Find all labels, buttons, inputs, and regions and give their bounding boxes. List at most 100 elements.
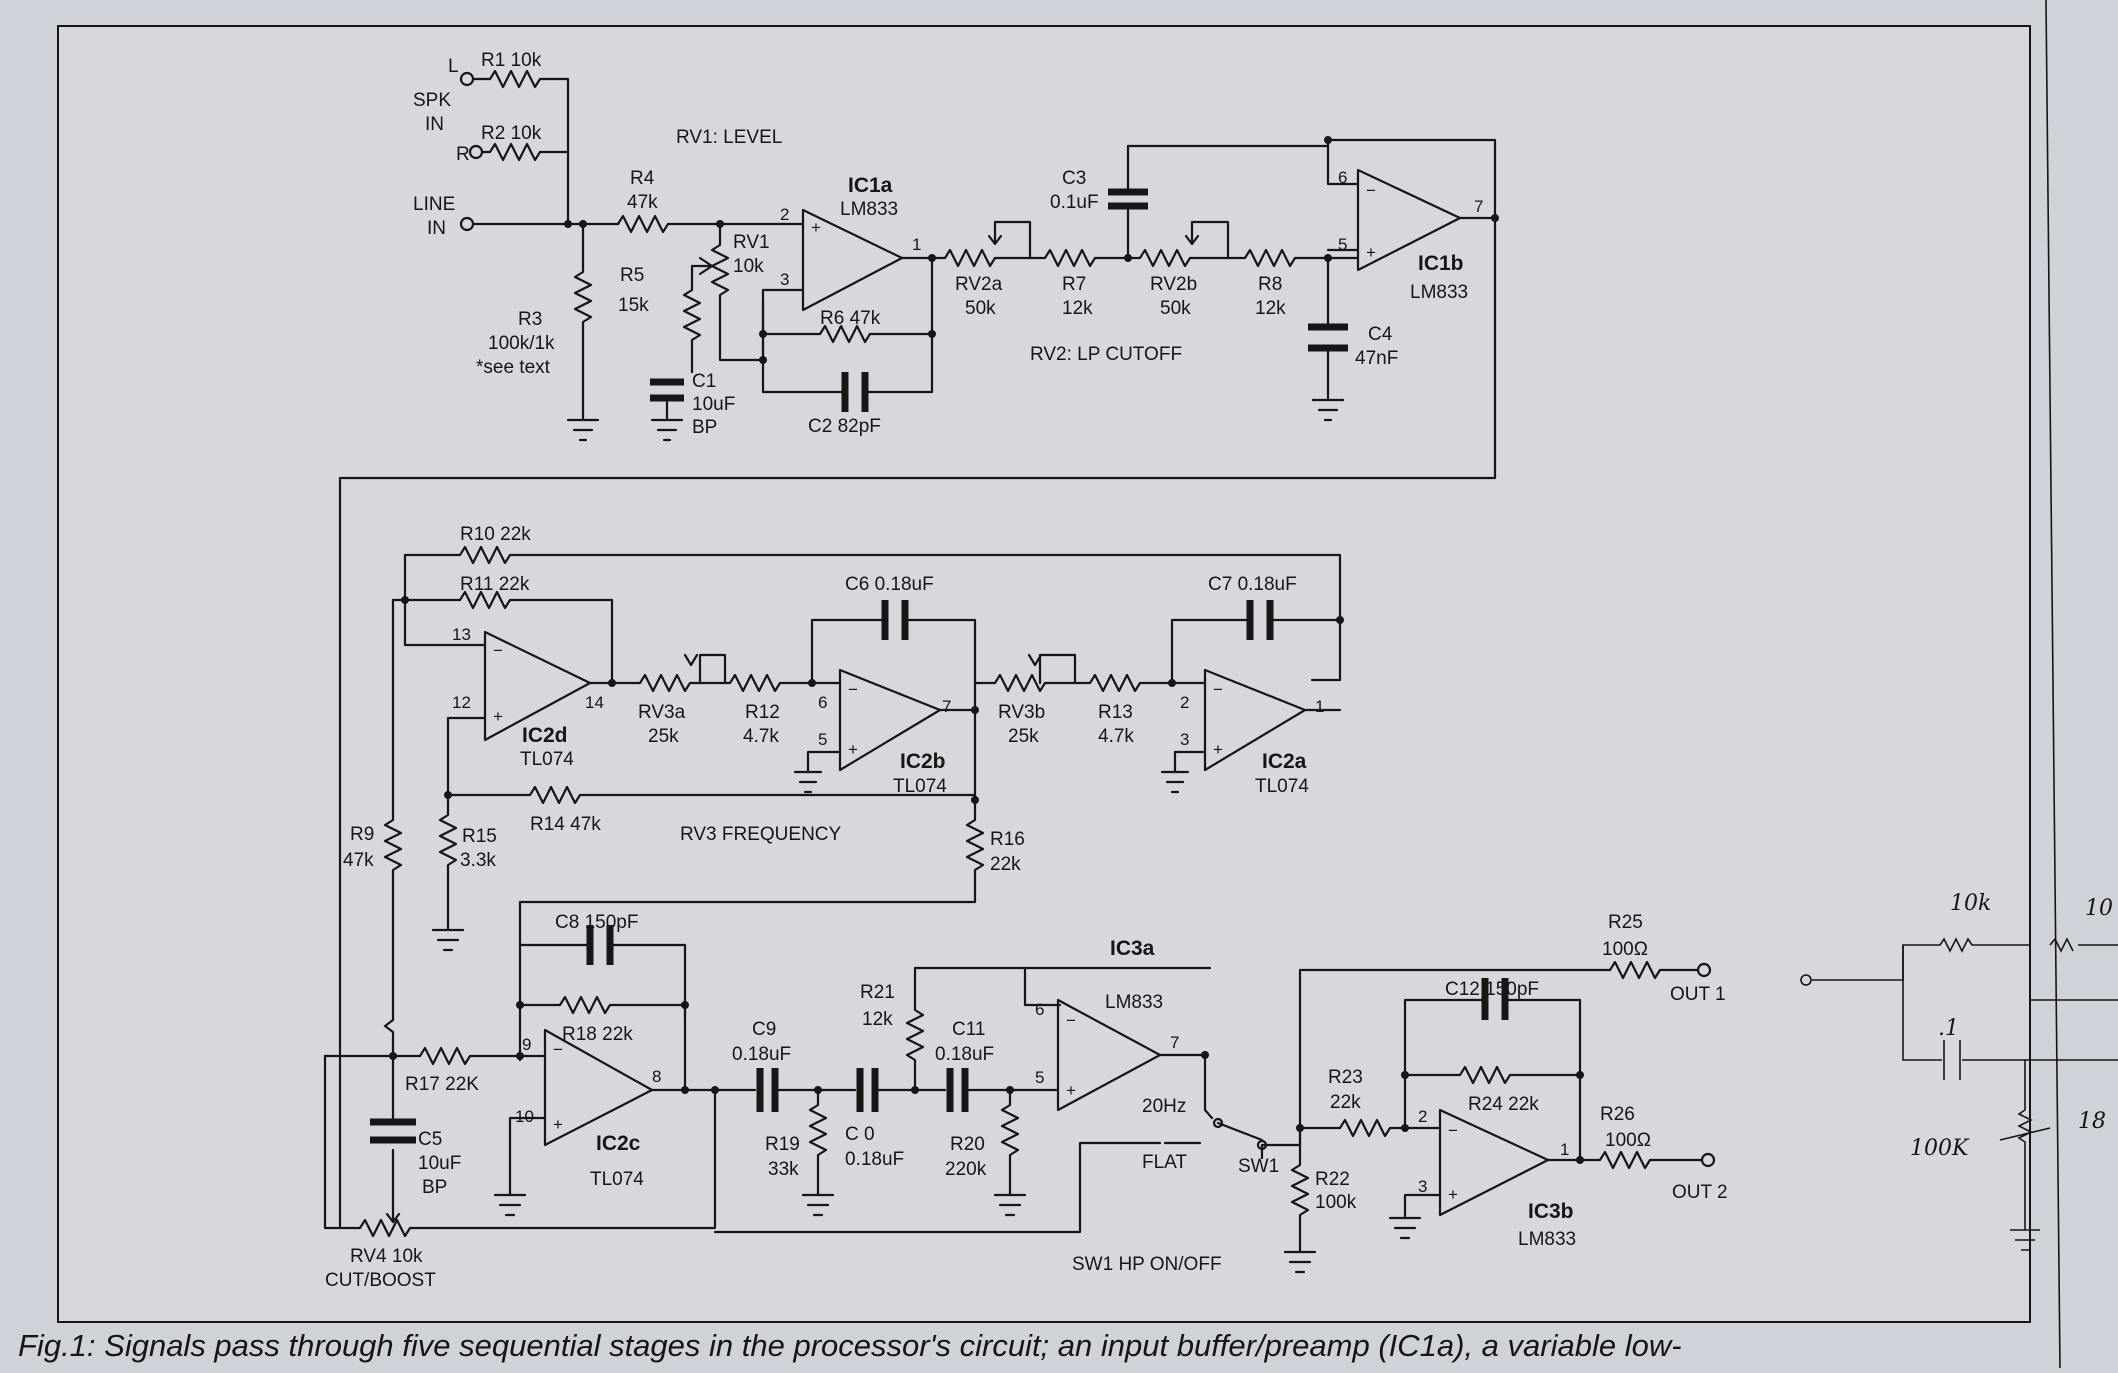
sw1-20hz: 20Hz xyxy=(1142,1096,1186,1117)
ic2c-type: TL074 xyxy=(590,1169,644,1190)
r14-label: R14 47k xyxy=(530,814,601,835)
handwritten-sketch: 10k 10 .1 100K 18 xyxy=(1800,891,2118,1251)
ic3a-type: LM833 xyxy=(1105,992,1163,1013)
r11-label: R11 22k xyxy=(460,574,530,595)
r3-value: 100k/1k xyxy=(488,333,555,354)
r21-value: 12k xyxy=(862,1009,893,1030)
ic3b-label: IC3b xyxy=(1528,1200,1574,1223)
ic2c-pin10: 10 xyxy=(515,1107,534,1126)
c11-label: C11 xyxy=(952,1019,985,1040)
r7-label: R7 xyxy=(1062,274,1086,295)
r13-label: R13 xyxy=(1098,702,1133,723)
rv3a-label: RV3a xyxy=(638,702,686,723)
c5-label: C5 xyxy=(418,1129,442,1150)
spk-in-label-2: IN xyxy=(425,114,444,135)
hand-18: 18 xyxy=(2078,1109,2106,1134)
ic1a-type: LM833 xyxy=(840,199,898,220)
r16-label: R16 xyxy=(990,829,1025,850)
c9-label: C9 xyxy=(752,1019,776,1040)
r5-label: R5 xyxy=(620,265,644,286)
rv4-label: RV4 10k xyxy=(350,1246,423,1267)
c7-label: C7 0.18uF xyxy=(1208,574,1297,595)
r7-value: 12k xyxy=(1062,298,1093,319)
ic2b-label: IC2b xyxy=(900,750,946,773)
sw1-note: SW1 HP ON/OFF xyxy=(1072,1254,1222,1275)
svg-text:+: + xyxy=(1213,740,1223,759)
rv1-note: RV1: LEVEL xyxy=(676,127,782,148)
hand-10: 10 xyxy=(2085,896,2113,921)
rv1-value: 10k xyxy=(733,256,764,277)
ic2a-type: TL074 xyxy=(1255,776,1309,797)
r26-label: R26 xyxy=(1600,1104,1635,1125)
rv2b-label: RV2b xyxy=(1150,274,1197,295)
r22-label: R22 xyxy=(1315,1169,1350,1190)
svg-text:−: − xyxy=(1448,1121,1458,1140)
r20-value: 220k xyxy=(945,1159,987,1180)
ic3a-pin6: 6 xyxy=(1035,1000,1044,1019)
ic2b-pin6: 6 xyxy=(818,693,827,712)
r19-value: 33k xyxy=(768,1159,799,1180)
c1-label: C1 xyxy=(692,371,716,392)
line-in-label-2: IN xyxy=(427,218,446,239)
rv2a-label: RV2a xyxy=(955,274,1003,295)
svg-text:+: + xyxy=(811,218,821,237)
ic1a-label: IC1a xyxy=(848,174,893,197)
r19-label: R19 xyxy=(765,1134,800,1155)
r5-value: 15k xyxy=(618,295,649,316)
svg-text:+: + xyxy=(1366,243,1376,262)
svg-text:−: − xyxy=(1066,1011,1076,1030)
ic1a-pin3: 3 xyxy=(780,270,789,289)
svg-text:−: − xyxy=(848,680,858,699)
rv1-label: RV1 xyxy=(733,232,770,253)
c6-label: C6 0.18uF xyxy=(845,574,934,595)
c12-label: C12 150pF xyxy=(1445,979,1539,1000)
ic1b-type: LM833 xyxy=(1410,282,1468,303)
r26-value: 100Ω xyxy=(1605,1130,1651,1151)
rv3b-label: RV3b xyxy=(998,702,1045,723)
r8-value: 12k xyxy=(1255,298,1286,319)
line-in-label-1: LINE xyxy=(413,194,455,215)
ic2a-pin1: 1 xyxy=(1315,697,1324,716)
figure-frame xyxy=(57,25,2031,1323)
svg-text:+: + xyxy=(1448,1185,1458,1204)
ic2c-pin9: 9 xyxy=(522,1035,531,1054)
ic3b-type: LM833 xyxy=(1518,1229,1576,1250)
svg-text:+: + xyxy=(493,707,503,726)
c1-value: 10uF xyxy=(692,394,735,415)
ic3b-pin2: 2 xyxy=(1418,1107,1427,1126)
ic2d-pin13: 13 xyxy=(452,625,471,644)
sw1-label: SW1 xyxy=(1238,1156,1279,1177)
svg-text:−: − xyxy=(1366,181,1376,200)
ic2a-pin2: 2 xyxy=(1180,693,1189,712)
c4-value: 47nF xyxy=(1355,348,1398,369)
svg-text:−: − xyxy=(493,641,503,660)
c10-value: 0.18uF xyxy=(845,1149,904,1170)
ic2d-type: TL074 xyxy=(520,749,574,770)
r25-value: 100Ω xyxy=(1602,939,1648,960)
r12-label: R12 xyxy=(745,702,780,723)
c10-label: C 0 xyxy=(845,1124,875,1145)
r8-label: R8 xyxy=(1258,274,1282,295)
c5-value: 10uF xyxy=(418,1153,461,1174)
ic2b-pin7: 7 xyxy=(942,697,951,716)
svg-text:+: + xyxy=(848,740,858,759)
r4-label: R4 xyxy=(630,168,655,189)
r18-label: R18 22k xyxy=(562,1024,633,1045)
r21-label: R21 xyxy=(860,982,895,1003)
r22-value: 100k xyxy=(1315,1192,1357,1213)
r10-label: R10 22k xyxy=(460,524,531,545)
figure-caption: Fig.1: Signals pass through five sequent… xyxy=(18,1328,1682,1363)
rv3b-value: 25k xyxy=(1008,726,1039,747)
r23-label: R23 xyxy=(1328,1067,1363,1088)
r23-value: 22k xyxy=(1330,1092,1361,1113)
ic2d-pin12: 12 xyxy=(452,693,471,712)
ic3a-pin5: 5 xyxy=(1035,1068,1044,1087)
ic3a-pin7: 7 xyxy=(1170,1033,1179,1052)
out2-label: OUT 2 xyxy=(1672,1182,1728,1203)
c3-label: C3 xyxy=(1062,168,1086,189)
hand-cap: .1 xyxy=(1938,1016,1959,1041)
svg-text:−: − xyxy=(1213,680,1223,699)
r1-label: R1 10k xyxy=(481,50,542,71)
c8-label: C8 150pF xyxy=(555,912,638,933)
